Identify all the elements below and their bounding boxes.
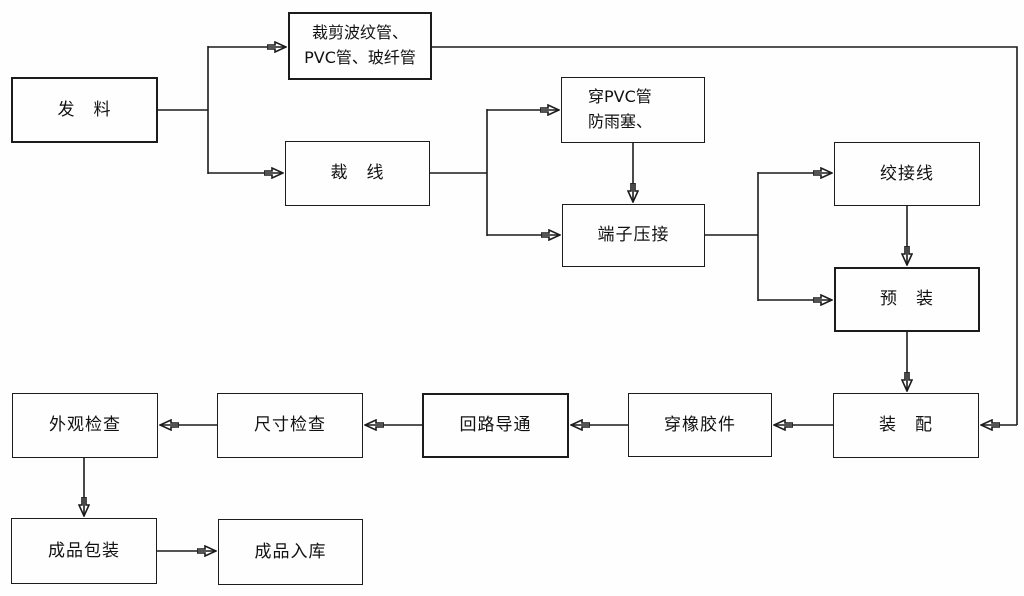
node-pvc-rain-plug: 穿PVC管 防雨塞、 (561, 77, 705, 143)
connector-dispatch-branch (158, 46, 209, 174)
node-product-packaging: 成品包装 (11, 518, 157, 584)
node-material-dispatch: 发 料 (11, 77, 158, 143)
node-label: 外观检查 (49, 415, 121, 436)
node-label: 成品入库 (254, 541, 327, 562)
node-circuit-continuity: 回路导通 (422, 393, 569, 458)
node-wire-twisting: 绞接线 (834, 142, 980, 206)
node-dimension-inspection: 尺寸检查 (217, 393, 363, 458)
node-label: 成品包装 (48, 540, 120, 561)
connector-tubecut-to-assembly-trunk (432, 46, 1018, 425)
node-label: 穿橡胶件 (664, 414, 736, 435)
node-label-line2: 防雨塞、 (588, 112, 653, 131)
node-label: 回路导通 (459, 415, 532, 436)
node-label: 绞接线 (880, 163, 934, 184)
node-label: 装 配 (879, 415, 933, 436)
node-label: 尺寸检查 (254, 415, 326, 436)
node-label: 发 料 (57, 99, 112, 120)
connector-wirecut-branch (430, 109, 488, 236)
node-appearance-inspection: 外观检查 (12, 393, 158, 458)
node-pre-assembly: 预 装 (834, 267, 980, 332)
node-product-warehousing: 成品入库 (218, 519, 363, 585)
node-label: 预 装 (880, 289, 934, 310)
node-assembly: 装 配 (833, 393, 979, 458)
node-label-line2: PVC管、玻纤管 (304, 48, 416, 67)
node-terminal-crimping: 端子压接 (562, 204, 705, 267)
node-label: 穿PVC管 (588, 87, 652, 107)
node-wire-cutting: 裁 线 (285, 141, 430, 206)
node-label: 裁 线 (330, 163, 385, 184)
node-tube-cutting: 裁剪波纹管、 PVC管、玻纤管 (288, 12, 432, 80)
node-label: 端子压接 (597, 225, 670, 246)
node-rubber-threading: 穿橡胶件 (628, 393, 772, 457)
node-label: 裁剪波纹管、 (311, 23, 408, 43)
connector-crimp-branch (705, 172, 759, 301)
